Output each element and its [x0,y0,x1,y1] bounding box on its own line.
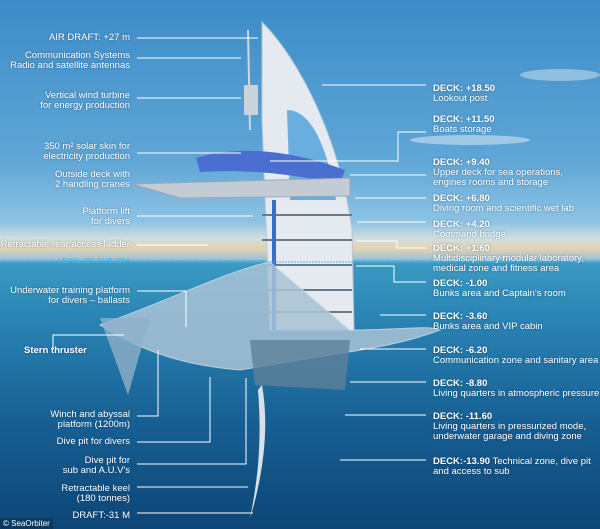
label-line: 350 m² solar skin for [43,141,130,152]
deck-desc: underwater garage and diving zone [433,431,582,442]
label-line: Communication Systems [24,50,130,61]
outside-deck [131,177,351,199]
label-stern-thruster: Stern thruster [24,345,87,356]
label-line: Outside deck with [55,169,130,180]
deck-desc: Living quarters in atmospheric pressure [433,388,600,399]
label-line: Dive pit for [84,455,130,466]
label-line: electricity production [43,151,130,162]
deck-level: DECK: +6.80 [433,193,490,204]
deck-desc: Lookout post [433,93,488,104]
label-line: Platform lift [82,206,130,217]
deck-level: DECK: -3.60 [433,311,488,322]
deck-level: DECK:-13.90 [433,456,491,467]
retractable-keel [250,385,266,518]
deck-desc: Diving room and scientific wet lab [433,203,574,214]
label-line: sub and A.U.V's [62,465,130,476]
label-line: for divers [90,216,130,227]
cloud [520,69,600,81]
label-line: platform (1200m) [57,419,130,430]
deck-level: DECK: -1.00 [433,278,488,289]
label-line: (180 tonnes) [76,493,130,504]
copyright-credit: © SeaOrbiter [0,518,53,529]
deck-level: DECK: +1.60 [433,243,490,254]
deck-desc: Living quarters in pressurized mode, [433,421,587,432]
label-draft: DRAFT:-31 M [72,510,130,521]
stern-fin [100,318,150,395]
deck-level: DECK: +18.50 [433,83,496,94]
deck-desc: Upper deck for sea operations, [433,167,563,178]
sea-level-label: LEVEL OF THE SEA [58,258,131,265]
deck-desc: engines rooms and storage [433,177,549,188]
wind-turbine [244,85,258,115]
label-air-draft: AIR DRAFT: +27 m [48,32,130,43]
label-line: 2 handling cranes [55,179,130,190]
label-line: Retractable keel [61,483,130,494]
deck-desc: Bunks area and VIP cabin [433,321,543,332]
label-dive-pit-divers: Dive pit for divers [56,436,130,447]
deck-level: DECK: +9.40 [433,157,490,168]
label-line: Vertical wind turbine [44,90,130,101]
label-line: for divers – ballasts [48,295,130,306]
deck-desc: Multidisciplinary modular laboratory, [433,253,584,264]
label-line: Radio and satellite antennas [10,60,130,71]
deck-desc: Technical zone, dive pit [492,456,591,467]
deck-level: DECK: -11.60 [433,411,493,422]
label-line: Underwater training platform [10,285,130,296]
deck-desc: Bunks area and Captain's room [433,288,566,299]
deck-desc: and access to sub [433,466,510,477]
deck-level: DECK: +4.20 [433,219,490,230]
cloud [410,135,530,145]
label-keel: Retractable keel(180 tonnes) [61,484,130,504]
deck-desc: Boats storage [433,124,492,135]
deck-desc: Command bridge [433,229,506,240]
solar-skin [196,150,345,185]
label-line: Winch and abyssal [50,409,130,420]
deck-level: DECK: -8.80 [433,378,488,389]
deck-desc: Communication zone and sanitary area [433,355,599,366]
underwater-hull [98,261,442,371]
leader-lines [52,37,426,514]
lower-decks [250,340,350,390]
deck-desc: medical zone and fitness area [433,263,560,274]
label-line: for energy production [40,100,130,111]
deck-level: DECK: +11.50 [433,114,495,125]
label-ladder: Retractable rear access ladder [0,239,130,250]
deck-level: DECK: -6.20 [433,345,488,356]
